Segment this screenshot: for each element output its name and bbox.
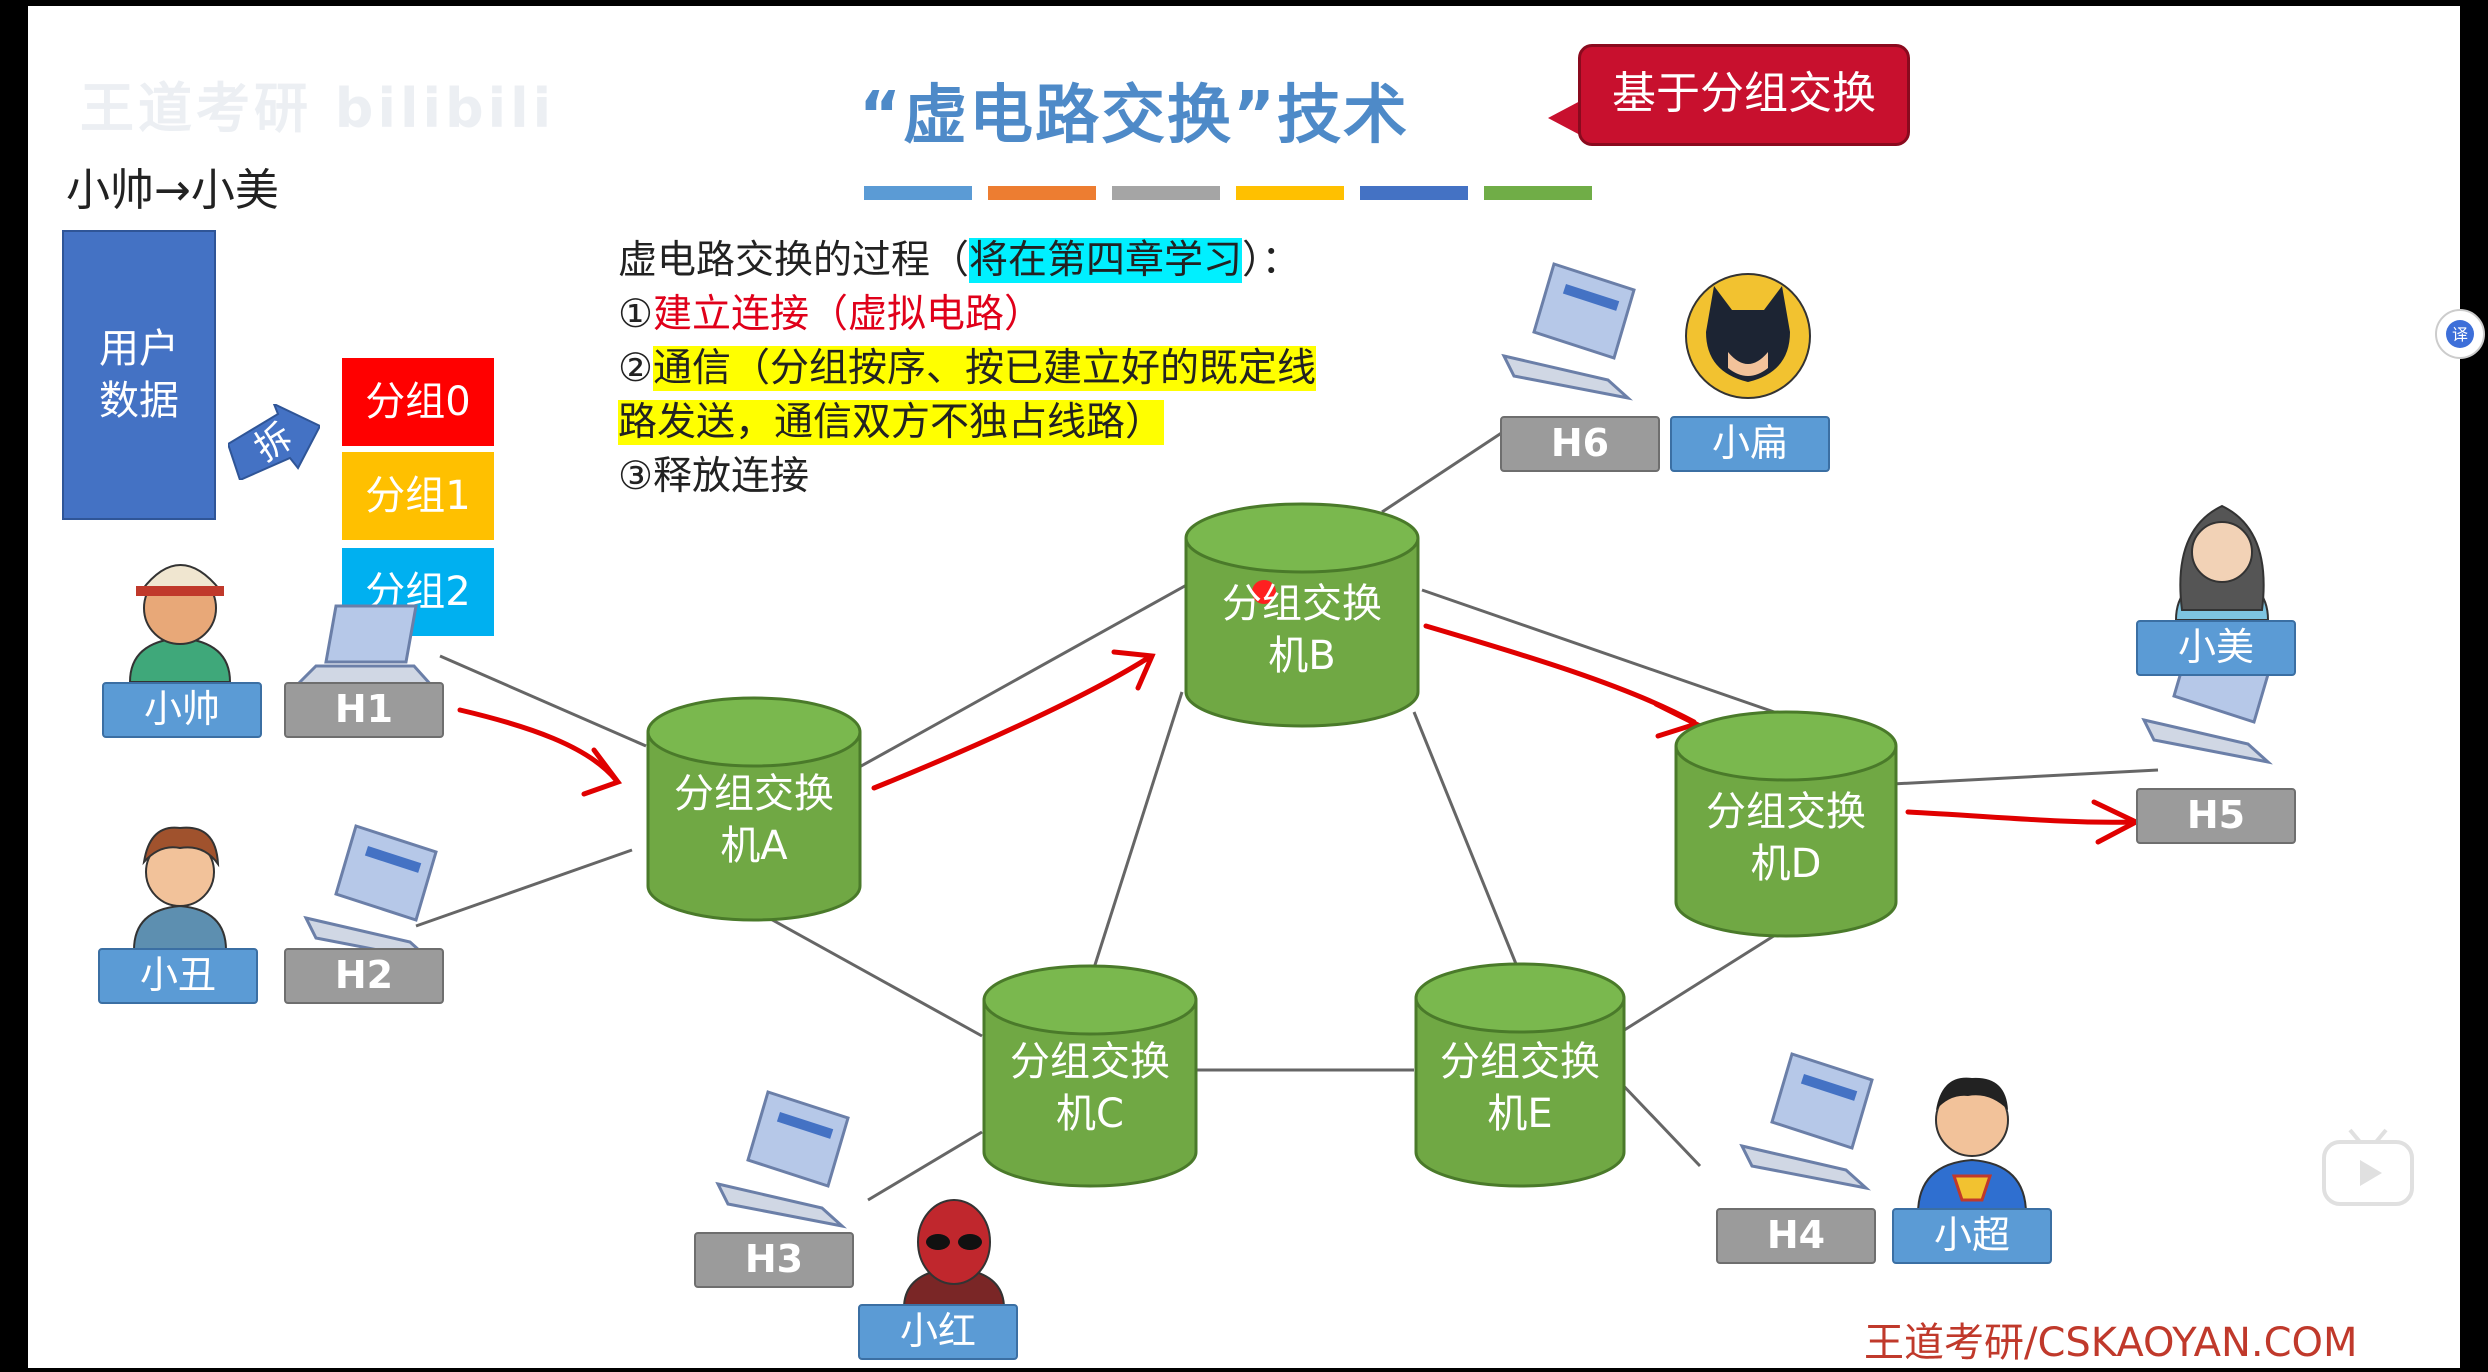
person-avatar-icon (128, 564, 232, 683)
heading-a: 虚电路交换的过程（ (618, 238, 970, 283)
process-step-1: ①建立连接（虚拟电路） (618, 288, 1316, 342)
switch-a (646, 696, 862, 922)
callout-badge: 基于分组交换 (1578, 44, 1910, 146)
switch-c (982, 964, 1198, 1188)
pair-label: 小帅→小美 (66, 165, 279, 216)
link-b-c (1092, 691, 1184, 969)
host-label-h5: H5 (2136, 788, 2296, 844)
step1-text: 建立连接（虚拟电路） (652, 292, 1043, 337)
link-e-d (1617, 930, 1781, 1036)
link-b-h6 (1381, 428, 1507, 514)
route-arrowhead-3 (1653, 701, 1703, 739)
route-arrow-3 (1423, 623, 1697, 725)
packet-0: 分组0 (342, 358, 494, 446)
route-arrow-4 (1905, 809, 2137, 825)
person-avatar-icon (2174, 504, 2270, 621)
person-label-xiaohong: 小红 (858, 1304, 1018, 1360)
process-step-2-cont: 路发送，通信双方不独占线路） (618, 396, 1316, 450)
title-bar-blue (864, 186, 972, 200)
title-bar-gray (1112, 186, 1220, 200)
host-label-h2: H2 (284, 948, 444, 1004)
svg-text:译: 译 (2452, 325, 2468, 344)
split-arrow-icon (228, 404, 320, 480)
process-heading: 虚电路交换的过程（将在第四章学习）： (618, 234, 1316, 288)
person-label-xiaochou: 小丑 (98, 948, 258, 1004)
host-label-h3: H3 (694, 1232, 854, 1288)
link-a-b (853, 580, 1193, 772)
user-data-label: 用户数据 (99, 326, 179, 424)
switch-d (1674, 710, 1898, 938)
person-avatar-icon (132, 826, 228, 951)
person-label-xiaochao: 小超 (1892, 1208, 2052, 1264)
watermark: 王道考研 bilibili (80, 77, 556, 140)
heading-highlight: 将在第四章学习 (969, 238, 1243, 283)
switch-b-label: 分组交换机B (1222, 581, 1382, 679)
title-bar-orange (988, 186, 1096, 200)
link-e-h4 (1616, 1078, 1702, 1168)
step2-line2: 路发送，通信双方不独占线路） (618, 400, 1165, 445)
person-label-xiaoshuai: 小帅 (102, 682, 262, 738)
process-text: 虚电路交换的过程（将在第四章学习）： ①建立连接（虚拟电路） ②通信（分组按序、… (618, 234, 1316, 504)
laptop-icon (303, 824, 438, 963)
route-arrow-1 (457, 707, 619, 783)
process-step-3: ③释放连接 (618, 454, 809, 499)
route-arrows (457, 623, 2142, 845)
pointer-dot (1252, 580, 1276, 604)
host-label-h4: H4 (1716, 1208, 1876, 1264)
link-h3-c (867, 1130, 983, 1202)
footer-brand: 王道考研/CSKAOYAN.COM (1864, 1320, 2358, 1366)
slide: 王道考研 bilibili “虚电路交换”技术 基于分组交换 小帅→小美 用户数… (28, 6, 2460, 1368)
title-bar-darkblue (1360, 186, 1468, 200)
switch-e (1414, 962, 1626, 1188)
link-a-c (757, 910, 983, 1038)
superman-avatar-icon (1916, 1077, 2028, 1215)
person-label-xiaobian: 小扁 (1670, 416, 1830, 472)
batman-avatar-icon (1685, 273, 1811, 399)
title-text: “虚电路交换”技术 (858, 79, 1410, 153)
title-bar-green (1484, 186, 1592, 200)
switch-a-label: 分组交换机A (674, 771, 834, 869)
laptop-icon (1739, 1052, 1874, 1191)
link-b-e (1412, 711, 1518, 965)
link-d-h5 (1891, 768, 2159, 786)
step2-num: ② (618, 346, 653, 391)
step1-num: ① (618, 292, 653, 337)
host-label-h6: H6 (1500, 416, 1660, 472)
route-arrowhead-2 (1111, 649, 1156, 691)
deadpool-avatar-icon (902, 1199, 1006, 1309)
packet-1: 分组1 (342, 452, 494, 540)
switch-d-label: 分组交换机D (1706, 789, 1866, 887)
person-label-xiaomei: 小美 (2136, 620, 2296, 676)
laptop-icon (715, 1090, 850, 1229)
network-links (415, 428, 2159, 1202)
link-b-d (1421, 588, 1781, 716)
process-step-2: ②通信（分组按序、按已建立好的既定线 (618, 342, 1316, 396)
heading-b: ）： (1242, 238, 1301, 283)
route-arrowhead-1 (581, 747, 623, 797)
callout-tail (1548, 100, 1582, 136)
page-title: “虚电路交换”技术 (28, 64, 2460, 156)
switch-b (1184, 502, 1420, 728)
laptop-icon (1501, 262, 1636, 401)
switch-e-label: 分组交换机E (1440, 1039, 1600, 1137)
title-bar-yellow (1236, 186, 1344, 200)
step2-line1: 通信（分组按序、按已建立好的既定线 (652, 346, 1316, 391)
link-h2-a (415, 848, 633, 928)
laptop-icon (292, 604, 436, 688)
route-arrow-2 (871, 655, 1151, 791)
switch-c-label: 分组交换机C (1010, 1039, 1170, 1137)
link-h1-a (439, 654, 647, 748)
play-icon[interactable] (2320, 1128, 2416, 1208)
translate-icon[interactable]: 译 (2432, 306, 2488, 362)
host-label-h1: H1 (284, 682, 444, 738)
user-data-block: 用户数据 (62, 230, 216, 520)
